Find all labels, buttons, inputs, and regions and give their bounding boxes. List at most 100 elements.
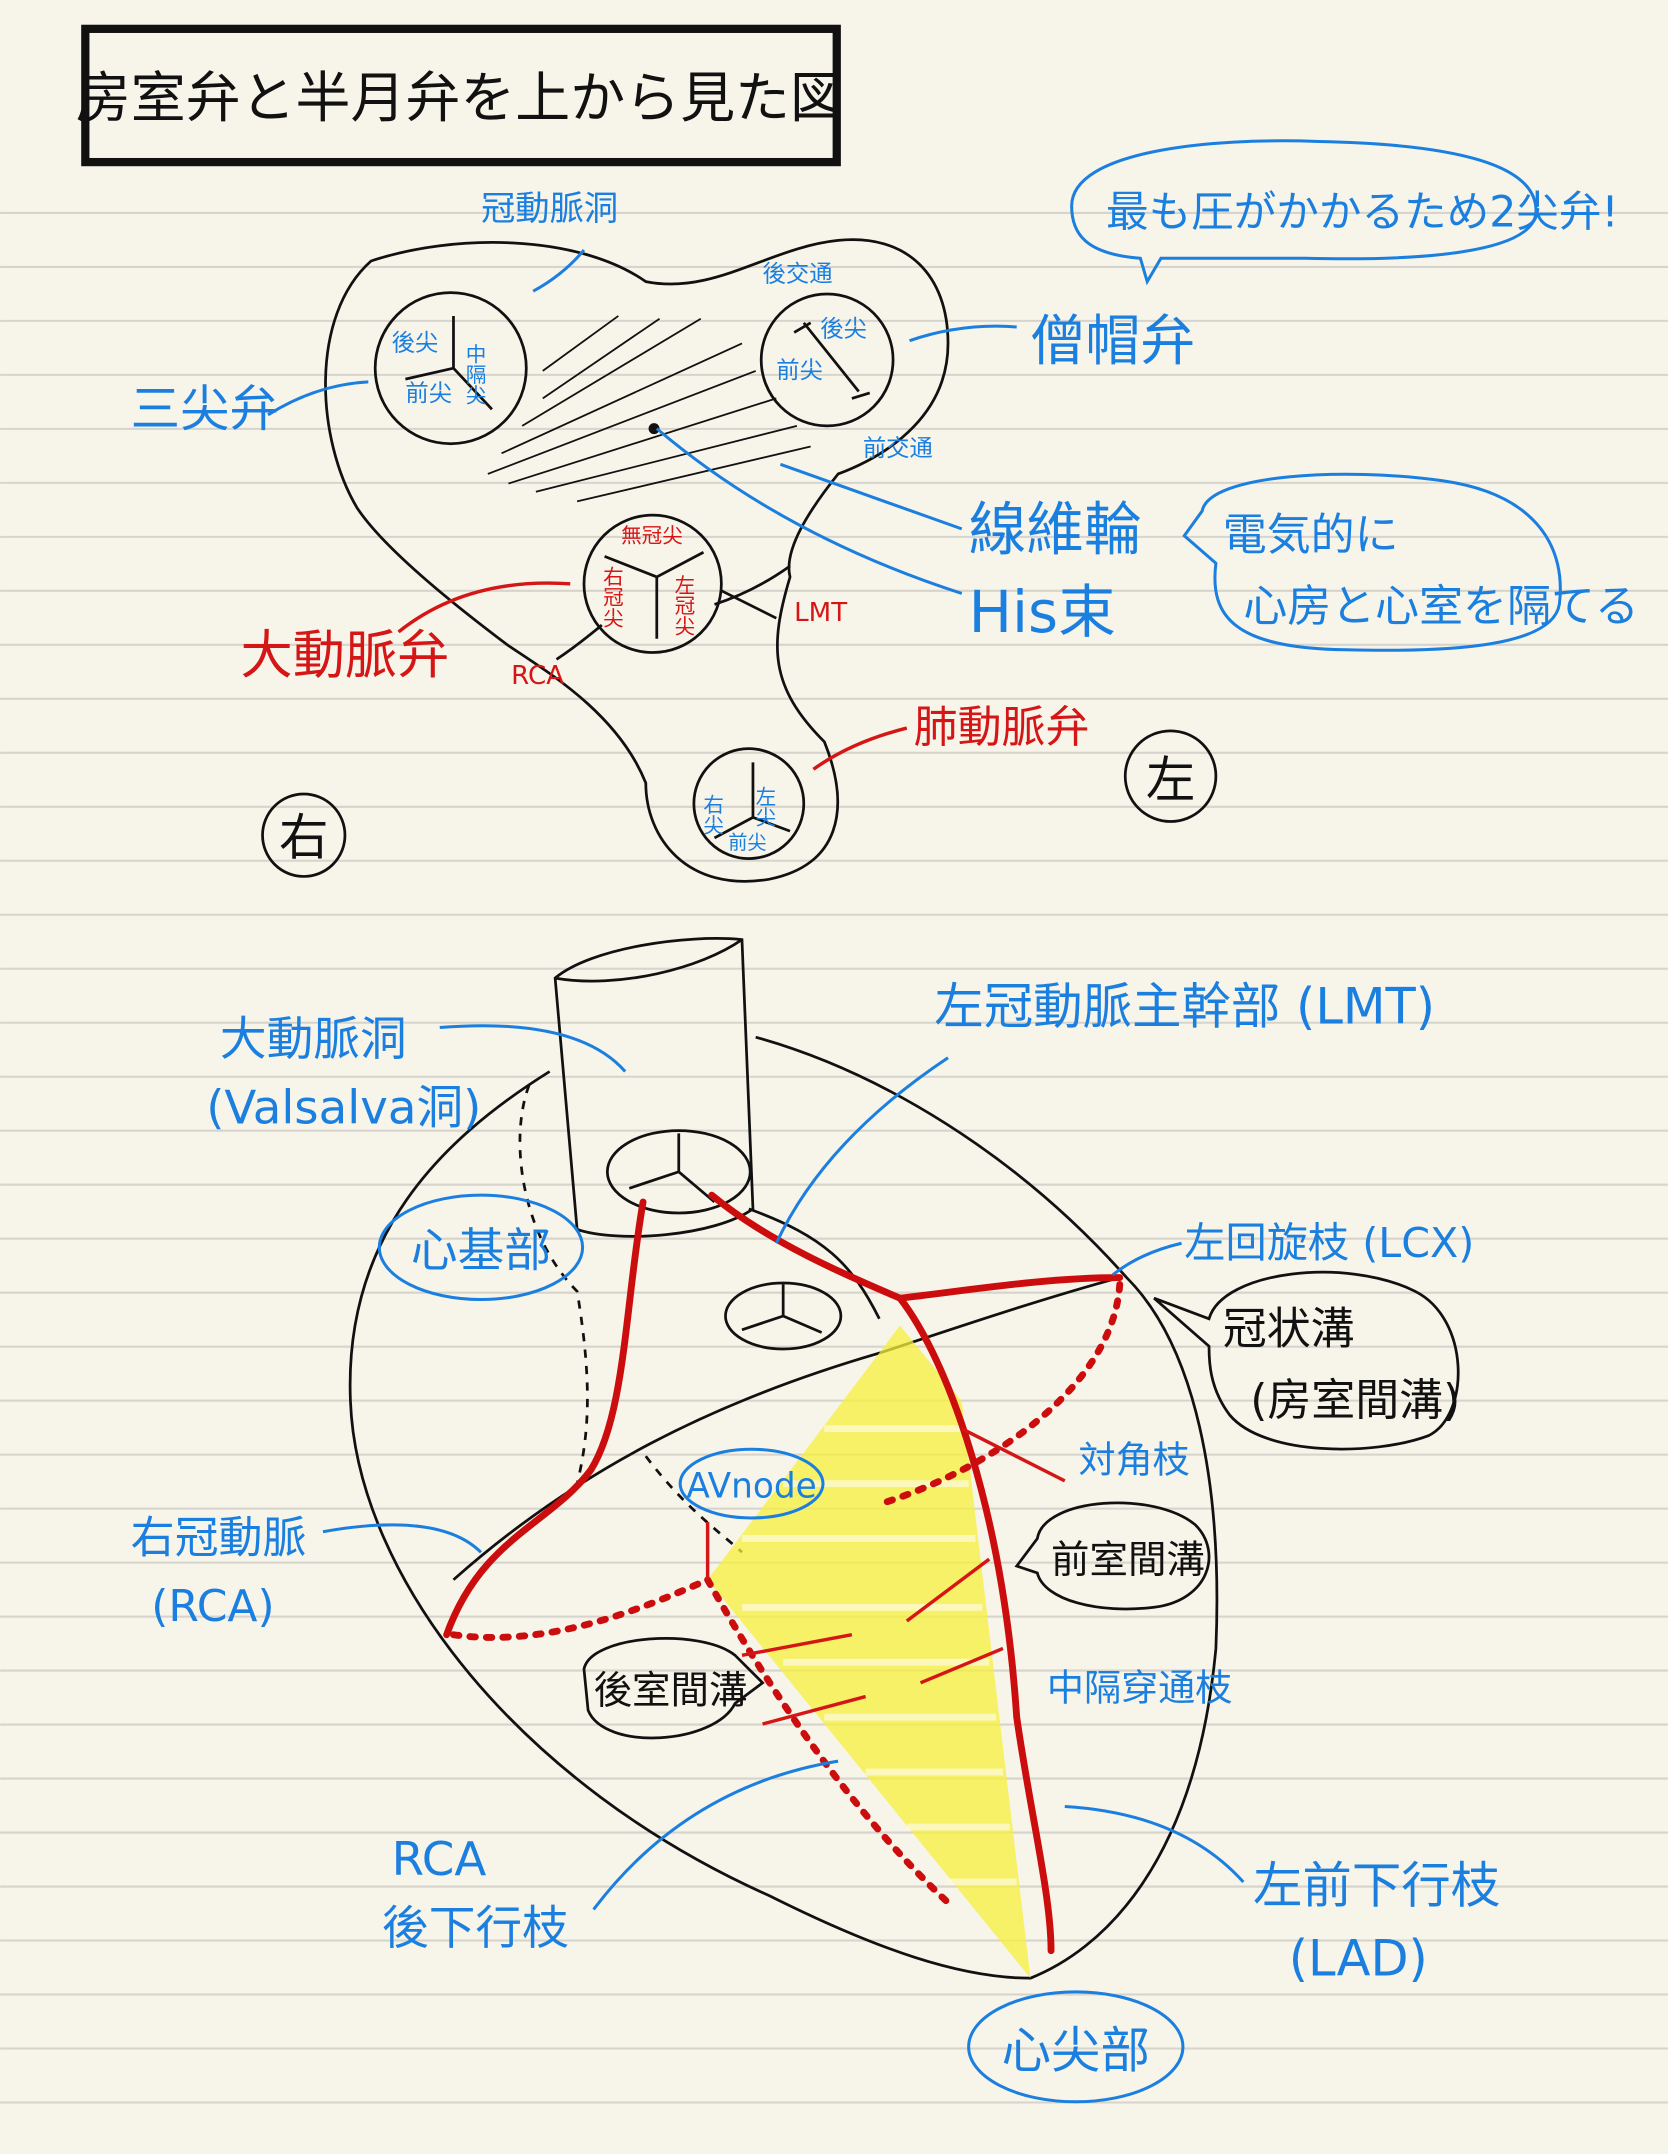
fibrous-note-line1: 電気的に bbox=[1223, 509, 1399, 560]
left-marker bbox=[1123, 729, 1218, 823]
tricuspid-label: 三尖弁 bbox=[131, 380, 279, 438]
page-title: 房室弁と半月弁を上から見た図 bbox=[76, 66, 845, 130]
pda-label: 後下行枝 bbox=[382, 1902, 569, 1956]
coronary-sulcus-label: 冠状溝 bbox=[1223, 1304, 1355, 1355]
pulmonic-commissures bbox=[713, 762, 791, 840]
valve-plane-outline bbox=[324, 238, 950, 883]
mitral-valve bbox=[759, 292, 895, 428]
fibrous-note-bubble bbox=[1182, 472, 1562, 652]
posterior-commissure-label: 後交通 bbox=[763, 260, 833, 288]
base-label: 心基部 bbox=[411, 1225, 551, 1279]
lcx-label: 左回旋枝 (LCX) bbox=[1184, 1219, 1474, 1267]
right-marker-label: 右 bbox=[279, 808, 328, 866]
arrow bbox=[1064, 1804, 1245, 1884]
fibrous-ring-label: 線維輪 bbox=[969, 495, 1142, 563]
coronary-sinus-label: 冠動脈洞 bbox=[481, 189, 618, 229]
aortic-commissures bbox=[604, 551, 705, 639]
av-groove-label: (房室間溝) bbox=[1250, 1375, 1460, 1426]
anterior-groove-label: 前室間溝 bbox=[1051, 1538, 1205, 1583]
aortic-rca-label: RCA bbox=[511, 661, 564, 691]
right-marker bbox=[261, 792, 347, 878]
mitral-note-bubble bbox=[1070, 139, 1538, 286]
aortic-valve bbox=[582, 513, 723, 654]
arrow bbox=[1111, 1241, 1182, 1276]
arrow bbox=[655, 427, 963, 595]
title-box bbox=[81, 24, 841, 167]
diagonal-label: 対角枝 bbox=[1079, 1439, 1190, 1482]
arrow bbox=[779, 462, 963, 531]
hidden-outlines bbox=[518, 1084, 743, 1554]
pda-rca-label: RCA bbox=[392, 1833, 487, 1887]
pulmonic-valve-orifice bbox=[724, 1281, 843, 1351]
arrow bbox=[812, 726, 908, 771]
aortic-sinus-label: 大動脈洞 bbox=[220, 1013, 407, 1067]
tricuspid-cusp-posterior: 後尖 bbox=[392, 328, 439, 356]
mitral-label: 僧帽弁 bbox=[1030, 309, 1195, 373]
fibrous-note-line2: 心房と心室を隔てる bbox=[1243, 581, 1638, 632]
aortic-cusp-noncoronary: 無冠尖 bbox=[621, 524, 683, 548]
anterior-commissure-label: 前交通 bbox=[863, 434, 933, 462]
lad-artery bbox=[708, 1191, 1055, 1955]
lad-label: 左前下行枝 bbox=[1253, 1857, 1500, 1915]
tricuspid-cusp-anterior: 前尖 bbox=[405, 379, 452, 407]
heart-outline bbox=[348, 1035, 1219, 1980]
aortic-cusp-left: 左冠尖 bbox=[671, 574, 695, 636]
apex-bubble bbox=[967, 1990, 1185, 2104]
tricuspid-commissures bbox=[405, 315, 493, 411]
mitral-cusp-posterior: 後尖 bbox=[820, 315, 867, 343]
lad-abbr-label: (LAD) bbox=[1289, 1929, 1428, 1987]
arrow bbox=[774, 1056, 949, 1244]
his-bundle-dot bbox=[648, 423, 660, 435]
aortic-cusp-right: 右冠尖 bbox=[599, 566, 623, 628]
lv-line bbox=[748, 1207, 881, 1320]
av-groove-line bbox=[452, 1276, 1121, 1581]
lmt-label: 左冠動脈主幹部 (LMT) bbox=[934, 977, 1435, 1035]
rca-abbr-label: (RCA) bbox=[151, 1581, 274, 1632]
apex-label: 心尖部 bbox=[1002, 2021, 1150, 2079]
anterior-groove-bubble bbox=[1014, 1501, 1211, 1611]
mitral-commissure bbox=[793, 321, 871, 400]
arrow bbox=[439, 1024, 627, 1073]
left-marker-label: 左 bbox=[1146, 751, 1195, 809]
arrow bbox=[909, 324, 1017, 343]
rca-posterior-course bbox=[450, 1576, 712, 1641]
rca-artery bbox=[443, 1198, 647, 1639]
rca-label: 右冠動脈 bbox=[131, 1512, 307, 1563]
valsalva-label: (Valsalva洞) bbox=[206, 1082, 481, 1136]
posterior-groove-label: 後室間溝 bbox=[594, 1668, 748, 1713]
coronary-ostia bbox=[555, 564, 791, 661]
pda-artery bbox=[704, 1576, 952, 1907]
tricuspid-valve bbox=[373, 291, 528, 446]
tricuspid-cusp-septal: 中隔尖 bbox=[462, 343, 486, 405]
pulmonic-cusp-right: 右尖 bbox=[700, 794, 724, 835]
lcx-artery bbox=[896, 1274, 1124, 1302]
aortic-valve-label: 大動脈弁 bbox=[241, 626, 450, 686]
aorta bbox=[553, 937, 755, 1238]
aortic-valve-orifice bbox=[605, 1129, 752, 1215]
posterior-groove-bubble bbox=[582, 1637, 765, 1740]
mitral-note: 最も圧がかかるため2尖弁! bbox=[1106, 188, 1619, 238]
mitral-cusp-anterior: 前尖 bbox=[776, 356, 823, 384]
pulmonic-valve-lines bbox=[741, 1284, 823, 1334]
septal-perforator-arrows bbox=[705, 1427, 1066, 1726]
av-node-bubble bbox=[678, 1447, 825, 1520]
interventricular-septum bbox=[707, 1325, 1031, 1979]
septal-label: 中隔穿通枝 bbox=[1047, 1667, 1232, 1710]
arrow bbox=[267, 380, 369, 417]
arrow bbox=[322, 1523, 483, 1554]
pulmonic-cusp-left: 左尖 bbox=[752, 786, 776, 827]
pulmonic-valve bbox=[692, 747, 806, 860]
aortic-valve-lines bbox=[628, 1133, 716, 1204]
fibrous-hatching bbox=[487, 315, 811, 503]
pulmonic-valve-label: 肺動脈弁 bbox=[914, 702, 1090, 753]
his-bundle-label: His束 bbox=[969, 578, 1116, 646]
arrow bbox=[592, 1759, 839, 1911]
lcx-posterior-course bbox=[875, 1280, 1124, 1508]
coronary-sulcus-bubble bbox=[1153, 1270, 1460, 1451]
base-bubble bbox=[377, 1193, 585, 1302]
pulmonic-cusp-anterior: 前尖 bbox=[728, 831, 766, 854]
arrow bbox=[397, 581, 571, 634]
aortic-lmt-label: LMT bbox=[794, 598, 848, 628]
